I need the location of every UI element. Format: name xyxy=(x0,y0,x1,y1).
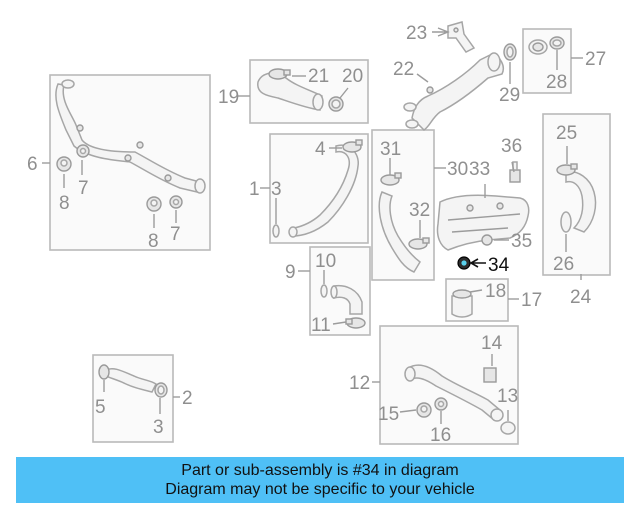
part-8-bushing-upper xyxy=(56,156,72,172)
info-banner: Part or sub-assembly is #34 in diagram D… xyxy=(16,457,624,503)
part-24-hose xyxy=(565,170,597,233)
callout-18[interactable]: 18 xyxy=(485,281,506,302)
callout-9[interactable]: 9 xyxy=(285,262,296,283)
part-18-cap xyxy=(451,289,473,318)
callout-34[interactable]: 34 xyxy=(488,255,510,276)
part-19-hose xyxy=(257,72,324,111)
callout-13[interactable]: 13 xyxy=(497,386,518,407)
callout-25[interactable]: 25 xyxy=(556,123,577,144)
part-12-pipe xyxy=(404,364,504,422)
part-22-pipe xyxy=(403,52,504,131)
part-16-grommet xyxy=(434,397,448,411)
callout-7-lower[interactable]: 7 xyxy=(170,224,181,245)
callout-11[interactable]: 11 xyxy=(311,315,331,336)
callout-3[interactable]: 3 xyxy=(271,179,282,200)
callout-32[interactable]: 32 xyxy=(409,200,430,221)
part-36-sensor xyxy=(509,161,521,183)
part-26-o-ring xyxy=(560,211,572,233)
part-3-clamp-lower xyxy=(154,382,168,398)
part-14-sensor xyxy=(483,367,497,383)
callout-16[interactable]: 16 xyxy=(430,425,451,446)
callout-2[interactable]: 2 xyxy=(182,388,193,409)
part-30-hose xyxy=(378,191,421,273)
part-5-clamp xyxy=(98,364,110,380)
callout-1[interactable]: 1 xyxy=(249,179,260,200)
callout-23[interactable]: 23 xyxy=(406,23,427,44)
callout-26[interactable]: 26 xyxy=(553,254,574,275)
part-11-clamp xyxy=(345,317,366,329)
callout-14[interactable]: 14 xyxy=(481,333,503,354)
callout-30[interactable]: 30 xyxy=(447,159,468,180)
part-32-clamp xyxy=(408,237,430,250)
callout-15[interactable]: 15 xyxy=(378,404,399,425)
part-29-clamp xyxy=(503,43,517,61)
callout-5[interactable]: 5 xyxy=(95,397,106,418)
callout-labels: 6 7 8 8 7 19 21 20 1 3 4 31 30 33 32 9 1… xyxy=(27,23,606,446)
part-1-hose xyxy=(288,144,359,238)
part-25-clamp xyxy=(556,163,578,176)
part-15-bushing xyxy=(416,402,432,418)
callout-20[interactable]: 20 xyxy=(342,66,363,87)
part-3-o-ring xyxy=(272,224,280,238)
leader-lines xyxy=(42,27,583,424)
part-20-clamp xyxy=(328,96,344,112)
part-13-o-ring xyxy=(500,421,516,435)
part-8-bushing-lower xyxy=(146,196,162,212)
callout-28[interactable]: 28 xyxy=(546,72,567,93)
parts-diagram: 6 7 8 8 7 19 21 20 1 3 4 31 30 33 32 9 1… xyxy=(27,21,611,446)
part-2-hose xyxy=(105,367,157,393)
part-9-elbow xyxy=(330,284,363,315)
callout-19[interactable]: 19 xyxy=(218,87,239,108)
callout-21[interactable]: 21 xyxy=(308,66,329,87)
callout-6[interactable]: 6 xyxy=(27,154,38,175)
callout-8-lower[interactable]: 8 xyxy=(148,231,159,252)
callout-35[interactable]: 35 xyxy=(511,231,532,252)
callout-27[interactable]: 27 xyxy=(585,49,606,70)
part-4-clamp xyxy=(342,139,363,153)
part-33-housing xyxy=(436,194,530,251)
callout-12[interactable]: 12 xyxy=(349,373,370,394)
callout-33[interactable]: 33 xyxy=(469,159,490,180)
part-7-grommet-lower xyxy=(169,195,183,209)
leader-line-34 xyxy=(469,258,486,268)
banner-line-2: Diagram may not be specific to your vehi… xyxy=(165,481,475,498)
part-28-clamp xyxy=(549,36,565,50)
callout-3-lower[interactable]: 3 xyxy=(153,417,164,438)
callout-24[interactable]: 24 xyxy=(570,287,592,308)
group-box-24 xyxy=(542,113,611,276)
callout-7[interactable]: 7 xyxy=(78,178,89,199)
callout-8[interactable]: 8 xyxy=(59,193,70,214)
callout-31[interactable]: 31 xyxy=(380,139,401,160)
banner-line-1: Part or sub-assembly is #34 in diagram xyxy=(181,462,459,479)
part-7-grommet-upper xyxy=(76,144,90,158)
part-34-seal xyxy=(457,256,471,270)
callout-17[interactable]: 17 xyxy=(521,290,542,311)
part-6-pipe xyxy=(55,79,206,194)
part-21-clamp xyxy=(268,68,291,80)
part-10-o-ring xyxy=(320,284,328,298)
part-35-bolt xyxy=(481,234,493,246)
part-23-bracket xyxy=(447,21,476,53)
callout-22[interactable]: 22 xyxy=(393,59,414,80)
callout-4[interactable]: 4 xyxy=(315,139,326,160)
callout-10[interactable]: 10 xyxy=(315,251,336,272)
part-27-coupler xyxy=(528,39,548,55)
callout-36[interactable]: 36 xyxy=(501,136,522,157)
callout-29[interactable]: 29 xyxy=(499,85,520,106)
